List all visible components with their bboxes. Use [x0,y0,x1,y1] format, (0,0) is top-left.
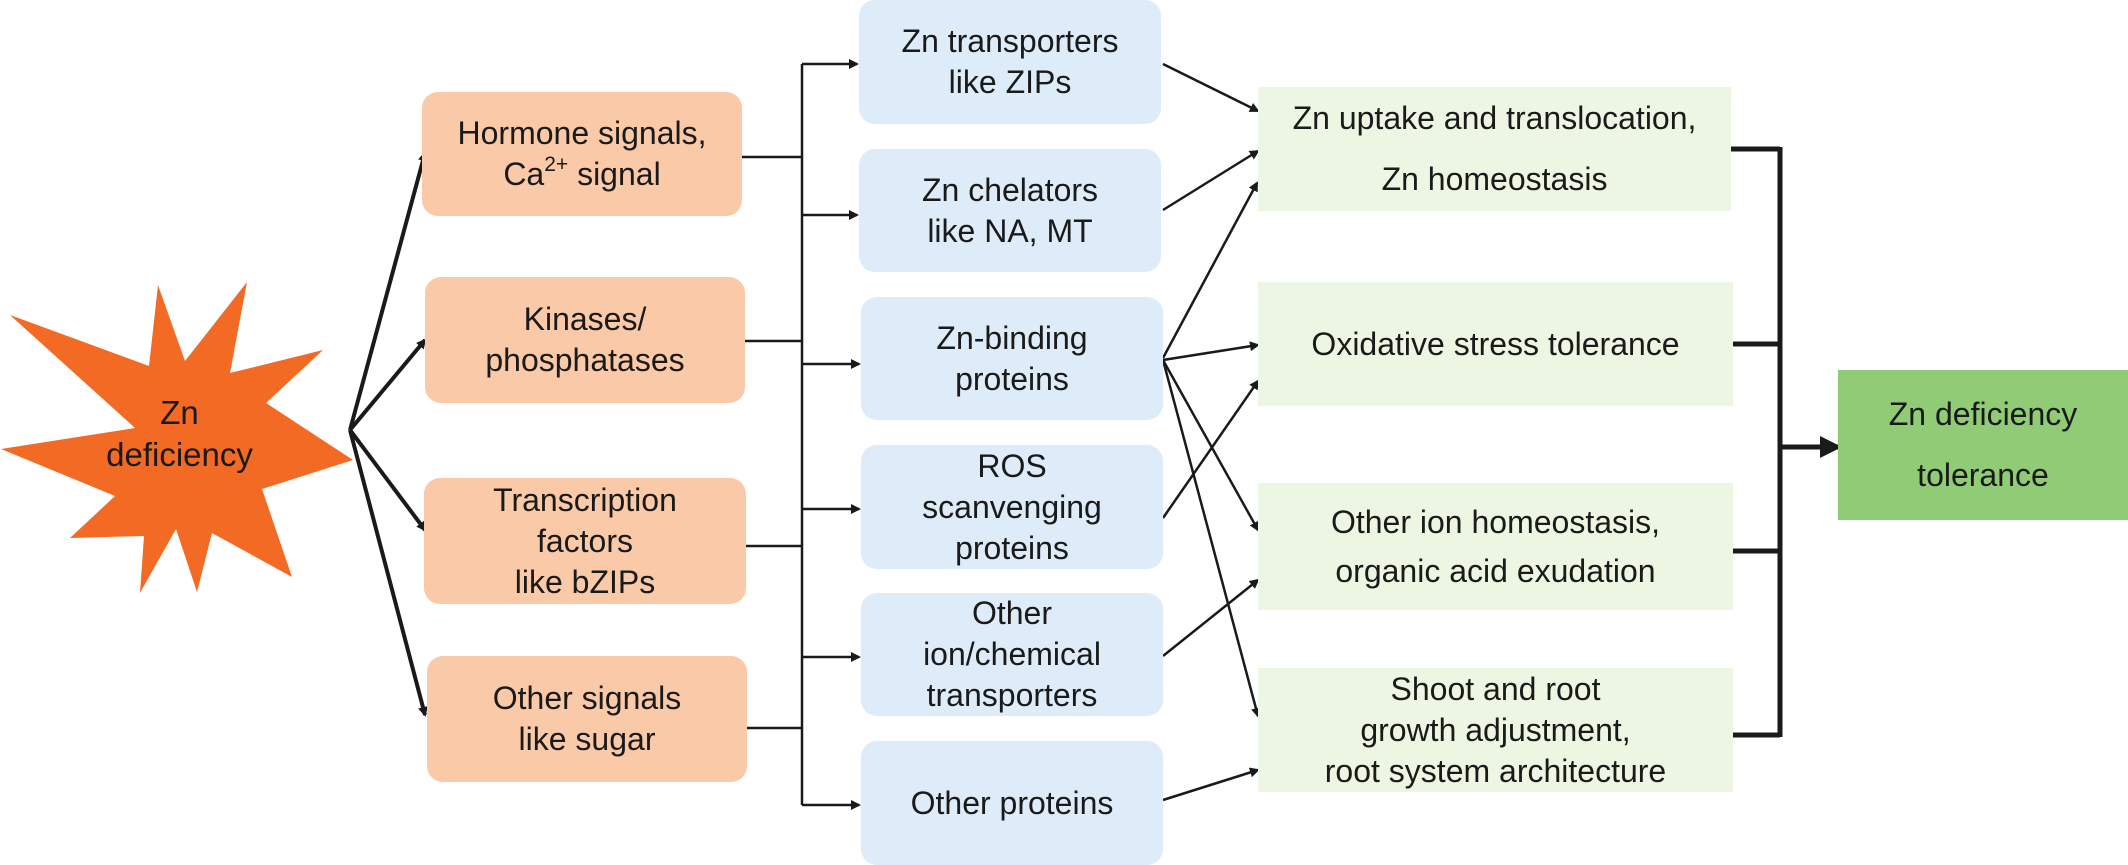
hormone-signals-box: Hormone signals, Ca2+ signal [422,92,742,216]
arrow-transporters-to-ion-homeostasis [1162,578,1260,657]
zn-deficiency-burst [1,282,353,593]
zn-homeostasis-line: Zn homeostasis [1381,161,1608,197]
calcium-signal-word: signal [568,156,661,192]
arrow-to-transcription-factors [348,428,427,532]
shoot-root-line: Shoot and root [1390,670,1601,707]
zn-chelators-line: Zn chelators [921,171,1099,208]
organic-acid-line: organic acid exudation [1335,552,1656,589]
root-architecture-line: root system architecture [1324,752,1667,789]
arrow-chelators-to-uptake [1162,149,1260,212]
transcription-factors-box: Transcription factors like bZIPs [424,478,746,604]
transporters-line: transporters [926,677,1098,713]
zn-chelators-box: Zn chelators like NA, MT [859,149,1161,272]
growth-adjustment-line: growth adjustment, [1360,711,1631,748]
ion-homeostasis-box: Other ion homeostasis, organic acid exud… [1258,483,1733,610]
arrow-other-proteins-to-growth [1162,767,1260,802]
other-transporters-box: Other ion/chemical transporters [861,593,1163,716]
outcome-to-final-bracket [1730,146,1842,738]
growth-adjustment-box: Shoot and root growth adjustment, root s… [1258,668,1733,792]
zn-deficiency-label: Zn deficiency [92,385,267,483]
arrow-binding-to-oxidative [1162,341,1260,362]
zn-deficiency-label-line: deficiency [106,436,253,473]
other-signals-line: Other signals [492,680,682,716]
tolerance-line: tolerance [1917,457,2049,493]
zn-binding-proteins-box: Zn-binding proteins [861,297,1163,420]
transcription-line: Transcription [493,481,677,518]
zn-uptake-line: Zn uptake and translocation, [1292,100,1697,136]
zn-uptake-homeostasis-box: Zn uptake and translocation, Zn homeosta… [1258,87,1731,211]
arrow-to-other-signals [348,429,428,717]
calcium-charge: 2+ [544,153,569,177]
zn-transporters-box: Zn transporters like ZIPs [859,0,1161,124]
calcium-symbol: Ca [503,156,545,192]
ros-proteins-line: proteins [955,529,1069,566]
arrow-to-kinases [348,338,427,432]
zn-binding-line: Zn-binding [936,319,1088,356]
na-mt-line: like NA, MT [927,212,1093,249]
oxidative-stress-box: Oxidative stress tolerance [1258,282,1733,406]
zips-line: like ZIPs [948,64,1072,100]
zn-transporters-line: Zn transporters [901,23,1119,59]
arrow-binding-to-uptake [1161,181,1259,359]
arrow-to-hormone-signals [348,151,428,431]
sugar-line: like sugar [518,721,656,757]
arrow-transporters-to-uptake [1162,62,1260,113]
effector-to-outcome-arrows [1161,62,1261,802]
ros-line: ROS [977,447,1047,484]
phosphatases-line: phosphatases [485,342,685,378]
oxidative-stress-line: Oxidative stress tolerance [1311,325,1680,362]
arrow-ros-to-oxidative [1161,379,1260,519]
kinases-line: Kinases/ [523,301,647,337]
arrow-binding-to-growth [1161,359,1261,718]
other-line: Other [971,595,1052,631]
zn-deficiency-tolerance-box: Zn deficiency tolerance [1838,370,2128,520]
proteins-line: proteins [955,360,1069,397]
other-proteins-box: Other proteins [861,741,1163,865]
ion-homeostasis-line: Other ion homeostasis, [1330,503,1661,540]
calcium-signal-line: Ca2+ signal [503,154,660,195]
zn-deficiency-tolerance-line: Zn deficiency [1888,396,2078,432]
zn-deficiency-label-line: Zn [160,394,199,431]
scavenging-line: scanvenging [922,488,1102,525]
factors-line: factors [536,522,633,559]
hormone-signals-line: Hormone signals, [457,115,707,151]
ros-scavenging-box: ROS scanvenging proteins [861,445,1163,569]
kinases-phosphatases-box: Kinases/ phosphatases [425,277,745,403]
arrow-binding-to-ion-homeostasis [1161,359,1260,532]
other-signals-box: Other signals like sugar [427,656,747,782]
trigger-to-signal-arrows [348,151,428,717]
signal-to-effector-bus [741,59,861,810]
other-proteins-line: Other proteins [910,784,1114,821]
ion-chemical-line: ion/chemical [923,636,1101,672]
bzips-line: like bZIPs [514,563,656,600]
